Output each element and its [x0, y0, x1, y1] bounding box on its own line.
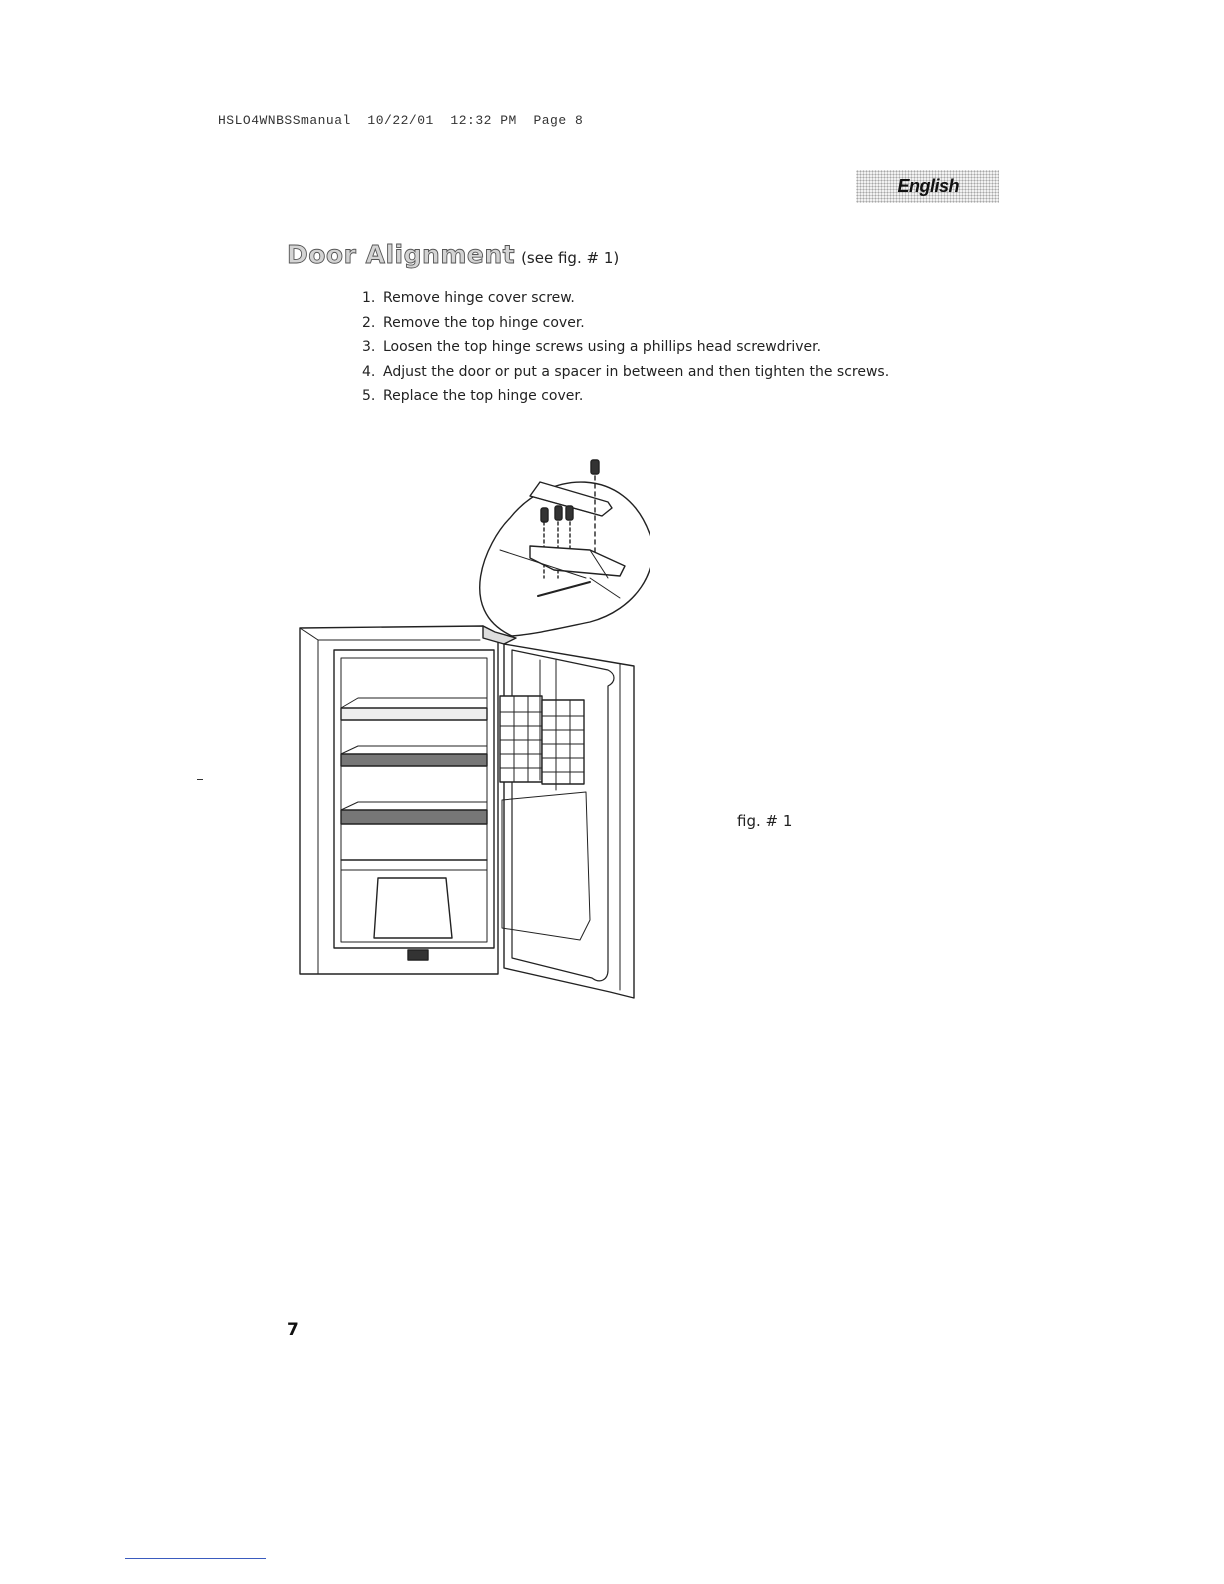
step-number: 3. [362, 339, 376, 356]
print-header: HSLO4WNBSSmanual 10/22/01 12:32 PM Page … [218, 113, 584, 128]
refrigerator-illustration [299, 459, 650, 999]
step-number: 1. [362, 290, 376, 306]
step-item: 1. Remove hinge cover screw. [362, 288, 889, 313]
step-item: 3. Loosen the top hinge screws using a ph… [362, 337, 889, 362]
section-title: Door Alignment [287, 240, 516, 270]
section-figure-reference: (see fig. # 1) [521, 249, 620, 267]
step-text: Adjust the door or put a spacer in betwe… [383, 363, 890, 380]
step-item: 4. Adjust the door or put a spacer in bet… [362, 362, 889, 387]
step-text: Remove hinge cover screw. [383, 290, 575, 306]
step-number: 5. [362, 388, 376, 405]
step-text: Remove the top hinge cover. [383, 314, 585, 331]
section-heading: Door Alignment (see fig. # 1) [287, 240, 620, 270]
step-item: 5. Replace the top hinge cover. [362, 386, 889, 411]
refrigerator-door [499, 643, 635, 999]
step-number: 4. [362, 363, 376, 380]
footer-rule [125, 1558, 266, 1559]
step-item: 2. Remove the top hinge cover. [362, 313, 889, 338]
language-label: English [897, 176, 959, 196]
instruction-steps: 1. Remove hinge cover screw. 2. Remove the… [362, 288, 889, 411]
step-text: Loosen the top hinge screws using a phil… [383, 339, 822, 356]
margin-mark [197, 779, 203, 780]
language-tab: English [856, 170, 999, 203]
figure-caption: fig. # 1 [737, 812, 793, 830]
page-number: 7 [287, 1320, 299, 1340]
hinge-detail-callout [479, 459, 650, 637]
step-number: 2. [362, 314, 376, 331]
refrigerator-cabinet [299, 625, 517, 975]
step-text: Replace the top hinge cover. [383, 388, 584, 405]
